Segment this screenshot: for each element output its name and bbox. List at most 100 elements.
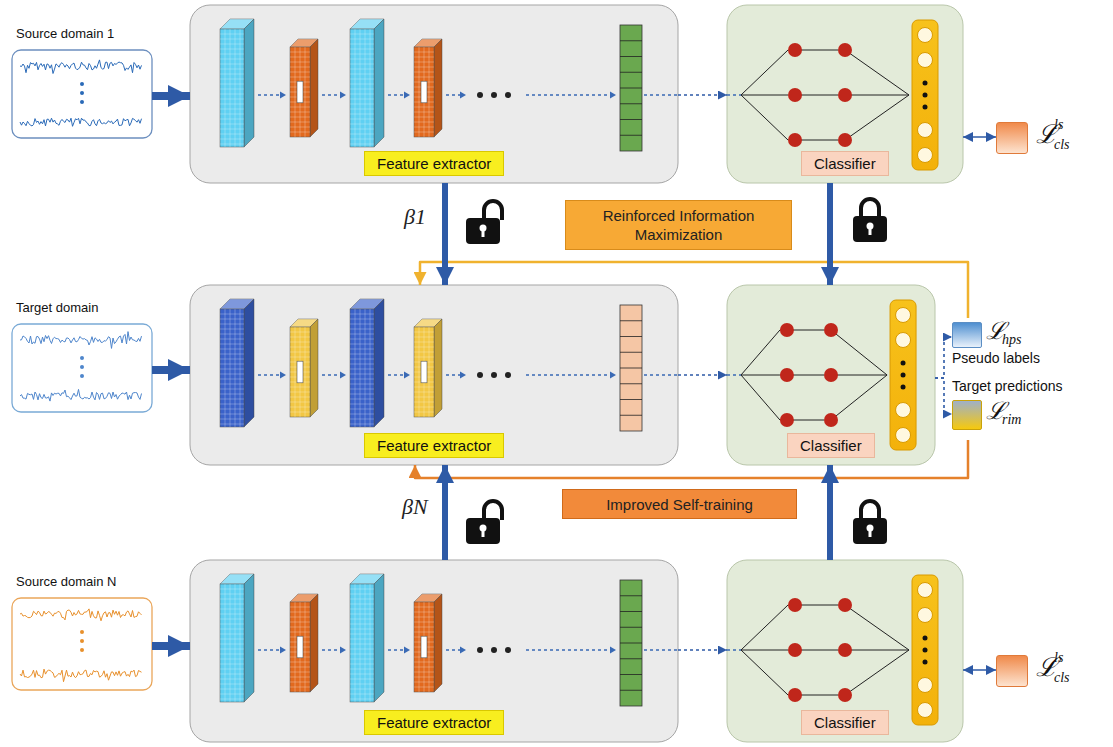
flow-arrowhead xyxy=(340,647,346,654)
feature-vector-cell xyxy=(620,88,642,89)
feature-vector-cell xyxy=(620,72,642,73)
layer-grid-line xyxy=(240,584,241,702)
layer-grid-line xyxy=(230,584,231,702)
layer-grid-line xyxy=(350,349,374,350)
layer-side-shade xyxy=(374,19,384,147)
feature-vector-cell xyxy=(620,119,642,120)
layer-side-face xyxy=(374,574,384,702)
domain-node: Source domain N xyxy=(12,572,152,690)
layer-side-face xyxy=(244,299,254,427)
flow-arrowhead xyxy=(404,372,410,379)
keyhole xyxy=(482,529,485,537)
dashed-flow-line xyxy=(322,649,342,651)
layer-grid-line xyxy=(350,624,374,625)
layer-grid-line xyxy=(220,129,244,130)
dashed-flow-line xyxy=(526,94,612,96)
dashed-flow-line xyxy=(322,94,342,96)
ellipsis-dot xyxy=(923,660,928,665)
flow-arrowhead xyxy=(460,372,466,379)
layer-grid-line xyxy=(350,59,374,60)
loss-subscript: cls xyxy=(1054,670,1070,686)
ellipsis-dot xyxy=(80,82,84,86)
neuron xyxy=(788,88,802,102)
layer-grid-line xyxy=(220,59,244,60)
neuron xyxy=(780,323,794,337)
output-unit xyxy=(918,608,933,623)
layer-grid-line xyxy=(350,114,374,115)
ellipsis-dot xyxy=(80,100,84,104)
pooling-window xyxy=(297,361,303,383)
layer-front-face xyxy=(414,327,434,417)
signal-box xyxy=(12,598,152,690)
dashed-flow-line xyxy=(727,94,741,96)
keyhole xyxy=(869,529,872,537)
flow-arrowhead xyxy=(404,647,410,654)
connector xyxy=(152,366,190,374)
output-unit xyxy=(896,308,911,323)
layer-grid-line xyxy=(350,689,374,690)
lock-shackle xyxy=(861,501,879,520)
layer-front-face xyxy=(290,327,310,417)
classifier-panel xyxy=(727,560,963,742)
output-layer xyxy=(890,300,916,450)
layer-grid-line xyxy=(220,64,244,65)
neuron xyxy=(838,133,852,147)
layer-grid-line xyxy=(220,359,244,360)
layer-grid-line xyxy=(220,84,244,85)
feature-vector xyxy=(620,25,642,151)
feature-vector-cell xyxy=(620,415,642,416)
feature-vector-cell xyxy=(620,40,642,41)
layer-grid-line xyxy=(350,679,374,680)
layer-grid-line xyxy=(220,679,244,680)
keyhole xyxy=(482,229,485,237)
output-unit xyxy=(896,403,911,418)
loss-node: ℒclsls xyxy=(996,650,1100,690)
output-unit xyxy=(918,53,933,68)
cls-node: Classifier xyxy=(727,285,935,465)
layer-grid-line xyxy=(350,634,374,635)
layer-grid-line xyxy=(220,49,244,50)
layer-grid-line xyxy=(220,334,244,335)
layer-side-face xyxy=(374,19,384,147)
layer-grid-line xyxy=(350,39,374,40)
lock-shackle xyxy=(861,199,879,218)
pooling-window xyxy=(421,81,427,103)
layer-grid-line xyxy=(235,29,236,147)
flow-arrowhead xyxy=(460,647,466,654)
layer-grid-line xyxy=(220,94,244,95)
signal-waveform xyxy=(20,669,142,682)
layer-front-face xyxy=(414,602,434,692)
signal-waveform xyxy=(20,60,142,74)
feature-vector-cell xyxy=(620,56,642,57)
layer-grid-line xyxy=(350,109,374,110)
domain-node: Source domain 1 xyxy=(12,24,152,138)
layer-grid-line xyxy=(350,49,374,50)
network-link xyxy=(741,650,788,695)
layer-grid-line xyxy=(220,589,244,590)
layer-grid-line xyxy=(350,119,374,120)
layer-grid-line xyxy=(240,309,241,427)
layer-grid-line xyxy=(220,314,244,315)
neuron xyxy=(824,323,838,337)
layer-grid-line xyxy=(220,319,244,320)
layer-front-face xyxy=(350,309,374,427)
ellipsis-dot xyxy=(80,630,84,634)
connector xyxy=(152,642,190,650)
neuron xyxy=(824,413,838,427)
layer-grid-line xyxy=(220,629,244,630)
layer-grid-line xyxy=(220,74,244,75)
layer-grid-line xyxy=(235,584,236,702)
layer-grid-line xyxy=(220,394,244,395)
layer-grid-line xyxy=(220,634,244,635)
layer-front-face xyxy=(350,584,374,702)
layer-side-face xyxy=(244,574,254,702)
ellipsis-dot xyxy=(901,361,906,366)
cls-node: Classifier xyxy=(727,5,963,183)
network-link xyxy=(845,650,909,695)
feature-vector-cell xyxy=(620,658,642,659)
layer-grid-line xyxy=(220,364,244,365)
layer-grid-line xyxy=(220,374,244,375)
feature-vector-cell xyxy=(620,336,642,337)
layer-grid-line xyxy=(220,369,244,370)
connector xyxy=(678,374,727,376)
